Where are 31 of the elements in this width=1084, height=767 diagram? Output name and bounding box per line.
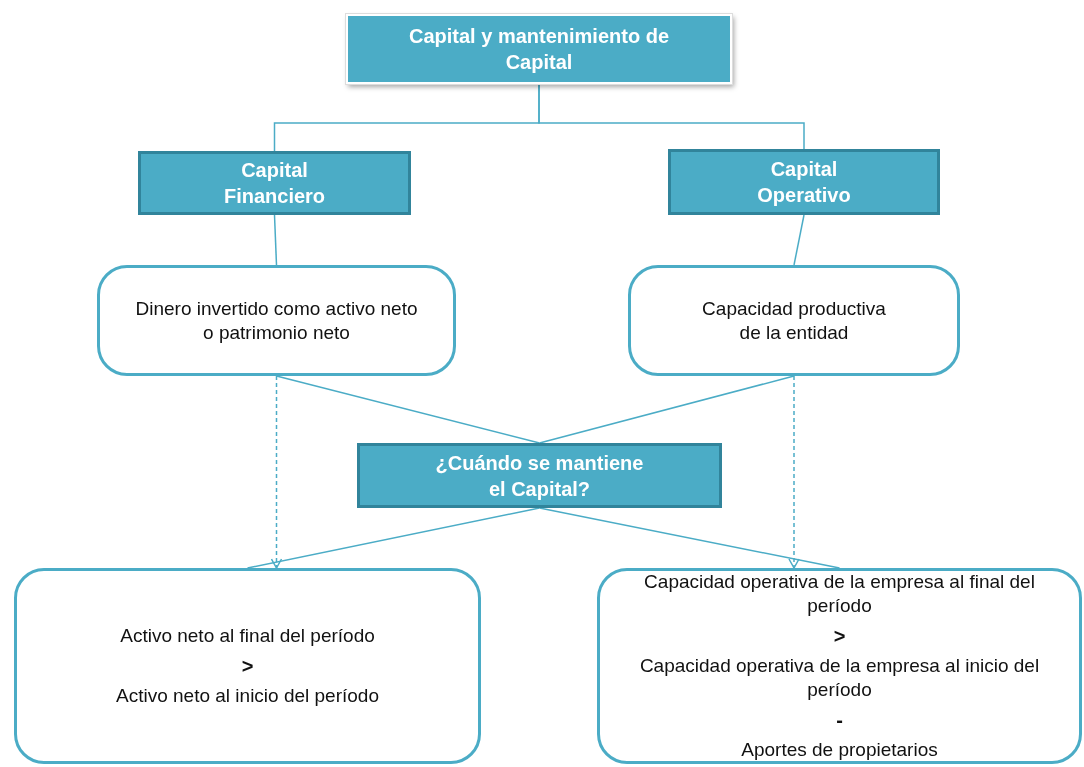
heading-box [346,14,732,84]
connector-line [538,83,805,150]
node-text: Activo neto al final del período [120,624,375,648]
node-text: Capacidad operativa de la empresa al final del período [643,570,1036,618]
node-text: Aportes de propietarios [741,738,938,762]
node-text: Dinero invertido como activo neto o patrimonio neto [134,296,419,345]
node-text: Capital y mantenimiento de Capital [407,24,671,75]
connector-line [275,375,541,444]
operator-symbol: > [833,624,846,648]
connector-line [793,214,805,266]
rounded-box [14,568,481,764]
dashed-arrow [788,375,800,569]
node-text: Capital Financiero [222,158,327,209]
node-text: Activo neto al inicio del período [116,684,379,708]
node-text: Capacidad operativa de la empresa al inicio del período [638,654,1041,702]
operator-symbol: - [836,708,843,732]
rounded-box [628,265,960,376]
node-text: Capacidad productiva de la entidad [701,296,887,345]
dashed-arrow [270,375,283,569]
connector-line [538,375,795,444]
node-text: ¿Cuándo se mantiene el Capital? [434,450,645,502]
node-text: Capital Operativo [756,157,852,208]
connector-line [273,214,278,266]
connector-line [246,507,541,569]
connector-line [538,507,841,569]
heading-box [357,443,722,508]
rounded-box [97,265,456,376]
rounded-box [597,568,1082,764]
heading-box [138,151,411,215]
operator-symbol: > [241,654,254,678]
heading-box [668,149,940,215]
